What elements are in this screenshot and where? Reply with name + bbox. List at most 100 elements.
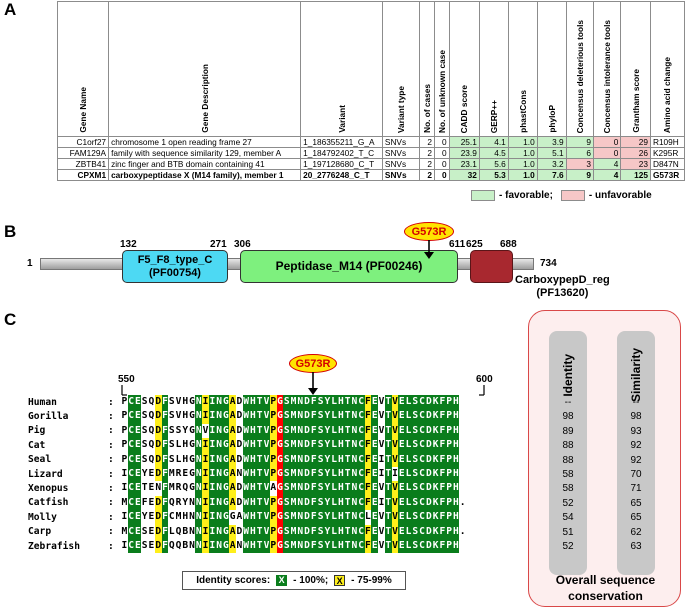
domain3-name: CarboxypepD_reg xyxy=(515,274,610,286)
domain-f5-f8-type-c: F5_F8_type_C(PF00754) xyxy=(122,250,228,283)
species-name: Catfish xyxy=(28,497,69,509)
table-cell: 1_184792402_T_C xyxy=(300,147,383,159)
table-cell: 0 xyxy=(592,147,622,159)
legend-green-text: - 100%; xyxy=(293,575,329,586)
table-cell: 4 xyxy=(592,158,622,170)
table-cell: 26 xyxy=(620,147,651,159)
table-cell: chromosome 1 open reading frame 27 xyxy=(108,136,302,148)
table-cell: 2 xyxy=(419,136,436,148)
table-cell: 5.6 xyxy=(478,158,509,170)
table-legend: - favorable; - unfavorable xyxy=(471,190,652,201)
separator-colon: : xyxy=(108,511,114,523)
separator-colon: : xyxy=(108,439,114,451)
identity-column-bg xyxy=(549,331,587,575)
panel-letter-c: C xyxy=(4,310,17,329)
domain1-id: (PF00754) xyxy=(149,266,201,279)
legend-yellow-text: - 75-99% xyxy=(351,575,392,586)
table-cell: SNVs xyxy=(381,169,421,181)
separator-colon: : xyxy=(108,483,114,495)
column-header: Variant xyxy=(300,1,383,137)
column-header: No. of unknown case xyxy=(434,1,450,137)
identity-value: 54 xyxy=(562,512,574,524)
domain3-id: (PF13620) xyxy=(536,287,589,299)
domain2-id: (PF00246) xyxy=(365,259,423,273)
column-header: Amino acid change xyxy=(649,1,685,137)
table-cell: 2 xyxy=(419,147,436,159)
conservation-footer-line1: Overall sequence xyxy=(555,573,656,587)
table-cell: G573R xyxy=(649,169,685,181)
similarity-value: 93 xyxy=(630,425,642,437)
table-cell: D847N xyxy=(649,158,685,170)
column-header: GERP++ xyxy=(478,1,509,137)
mutation-arrow-c xyxy=(308,372,318,395)
column-header: Variant type xyxy=(381,1,421,137)
table-cell: 2 xyxy=(419,158,436,170)
table-cell: SNVs xyxy=(381,147,421,159)
similarity-value: -- xyxy=(632,397,640,408)
domain3-end: 688 xyxy=(500,239,517,250)
table-cell: C1orf27 xyxy=(56,136,110,148)
separator-colon: : xyxy=(108,540,114,552)
table-cell: 1.0 xyxy=(507,136,538,148)
column-header: No. of cases xyxy=(419,1,436,137)
favorable-swatch xyxy=(471,190,495,201)
species-name: Cat xyxy=(28,439,46,451)
table-cell: carboxypeptidase X (M14 family), member … xyxy=(108,169,302,181)
conservation-footer-line2: conservation xyxy=(568,589,643,603)
unfavorable-label: - unfavorable xyxy=(588,190,652,201)
table-cell: 20_2776248_C_T xyxy=(300,169,383,181)
similarity-value: 92 xyxy=(630,440,642,452)
similarity-value: 65 xyxy=(630,512,642,524)
mutation-badge-b: G573R xyxy=(404,222,454,241)
domain3-start: 625 xyxy=(466,239,483,250)
species-name: Pig xyxy=(28,425,46,437)
table-cell: family with sequence similarity 129, mem… xyxy=(108,147,302,159)
table-cell: 0 xyxy=(434,158,450,170)
position-tick-marks xyxy=(121,385,485,396)
similarity-value: 92 xyxy=(630,454,642,466)
table-cell: 0 xyxy=(434,147,450,159)
identity-value: 88 xyxy=(562,454,574,466)
table-cell: 32 xyxy=(448,169,480,181)
domain1-start: 132 xyxy=(120,239,137,250)
table-cell: 3.9 xyxy=(536,136,567,148)
table-cell: 0 xyxy=(434,136,450,148)
domain-carboxypepd-reg xyxy=(470,250,513,283)
species-name: Lizard xyxy=(28,468,63,480)
table-cell: FAM129A xyxy=(56,147,110,159)
table-cell: 1_186355211_G_A xyxy=(300,136,383,148)
identity-score-legend: Identity scores: X - 100%; X - 75-99% xyxy=(182,571,406,590)
table-cell: 5.1 xyxy=(536,147,567,159)
column-header: CADD score xyxy=(448,1,480,137)
identity-value: 58 xyxy=(562,483,574,495)
table-cell: 3.2 xyxy=(536,158,567,170)
table-cell: 1_197128680_C_T xyxy=(300,158,383,170)
table-cell: 9 xyxy=(565,136,595,148)
species-name: Carp xyxy=(28,526,52,538)
unfavorable-swatch xyxy=(560,190,585,201)
species-name: Zebrafish xyxy=(28,540,80,552)
identity-value: 58 xyxy=(562,469,574,480)
column-header: Gene Description xyxy=(108,1,302,137)
table-cell: 4 xyxy=(592,169,622,181)
mutation-badge-c: G573R xyxy=(289,354,337,373)
identity-value: -- xyxy=(564,397,572,408)
similarity-column-bg xyxy=(617,331,655,575)
table-cell: 23 xyxy=(620,158,651,170)
